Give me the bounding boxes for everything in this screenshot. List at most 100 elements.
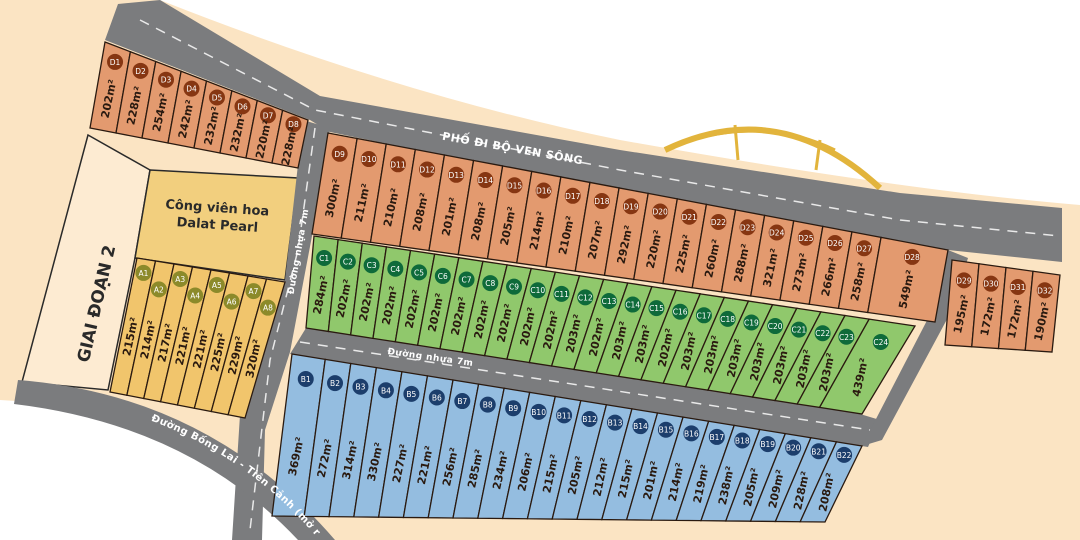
lot-id: D26 [827,239,843,248]
lot-id: D5 [212,94,223,103]
lot-badge-icon [838,328,855,345]
lot-badge-icon [564,187,581,204]
lot-badge-icon [482,275,499,292]
lot-badge-icon [695,307,712,324]
lot-parcel[interactable] [866,236,949,323]
phase-2-area [21,133,151,391]
lot-badge-icon [150,281,167,298]
lot-id: D8 [288,120,299,129]
lot-badge-icon [1036,282,1053,299]
roads [14,0,1062,540]
lot-badge-icon [734,432,751,449]
lot-id: D10 [361,155,377,164]
lot-badge-icon [632,418,649,435]
lot-badge-icon [297,371,314,388]
lot-badge-icon [377,382,394,399]
lot-badge-icon [836,446,853,463]
lot-id: D20 [652,208,668,217]
lot-parcel[interactable] [818,318,917,415]
lot-badge-icon [411,264,428,281]
lot-id: D28 [904,253,920,262]
lot-id: D29 [956,276,972,285]
lot-badge-icon [648,300,665,317]
lot-id: B22 [837,451,852,460]
lot-badge-icon [768,224,785,241]
lot-id: C16 [673,308,688,317]
lot-id: D15 [507,181,523,190]
main-road [14,380,335,540]
lot-badge-icon [458,271,475,288]
lot-badge-icon [672,303,689,320]
lot-id: B21 [811,447,826,456]
lot-id: B5 [406,390,416,399]
lot-id: C21 [791,326,806,335]
lot-badge-icon [790,321,807,338]
lot-id: A4 [190,291,200,300]
lot-badge-icon [710,214,727,231]
inner-road-horizontal [290,328,880,447]
lot-badge-icon [624,296,641,313]
lot-badge-icon [581,410,598,427]
outer-area [0,400,300,540]
lot-badge-icon [681,208,698,225]
lot-id: C9 [509,283,519,292]
lot-id: D1 [110,58,121,67]
lot-id: B9 [508,404,518,413]
lot-badge-icon [506,278,523,295]
